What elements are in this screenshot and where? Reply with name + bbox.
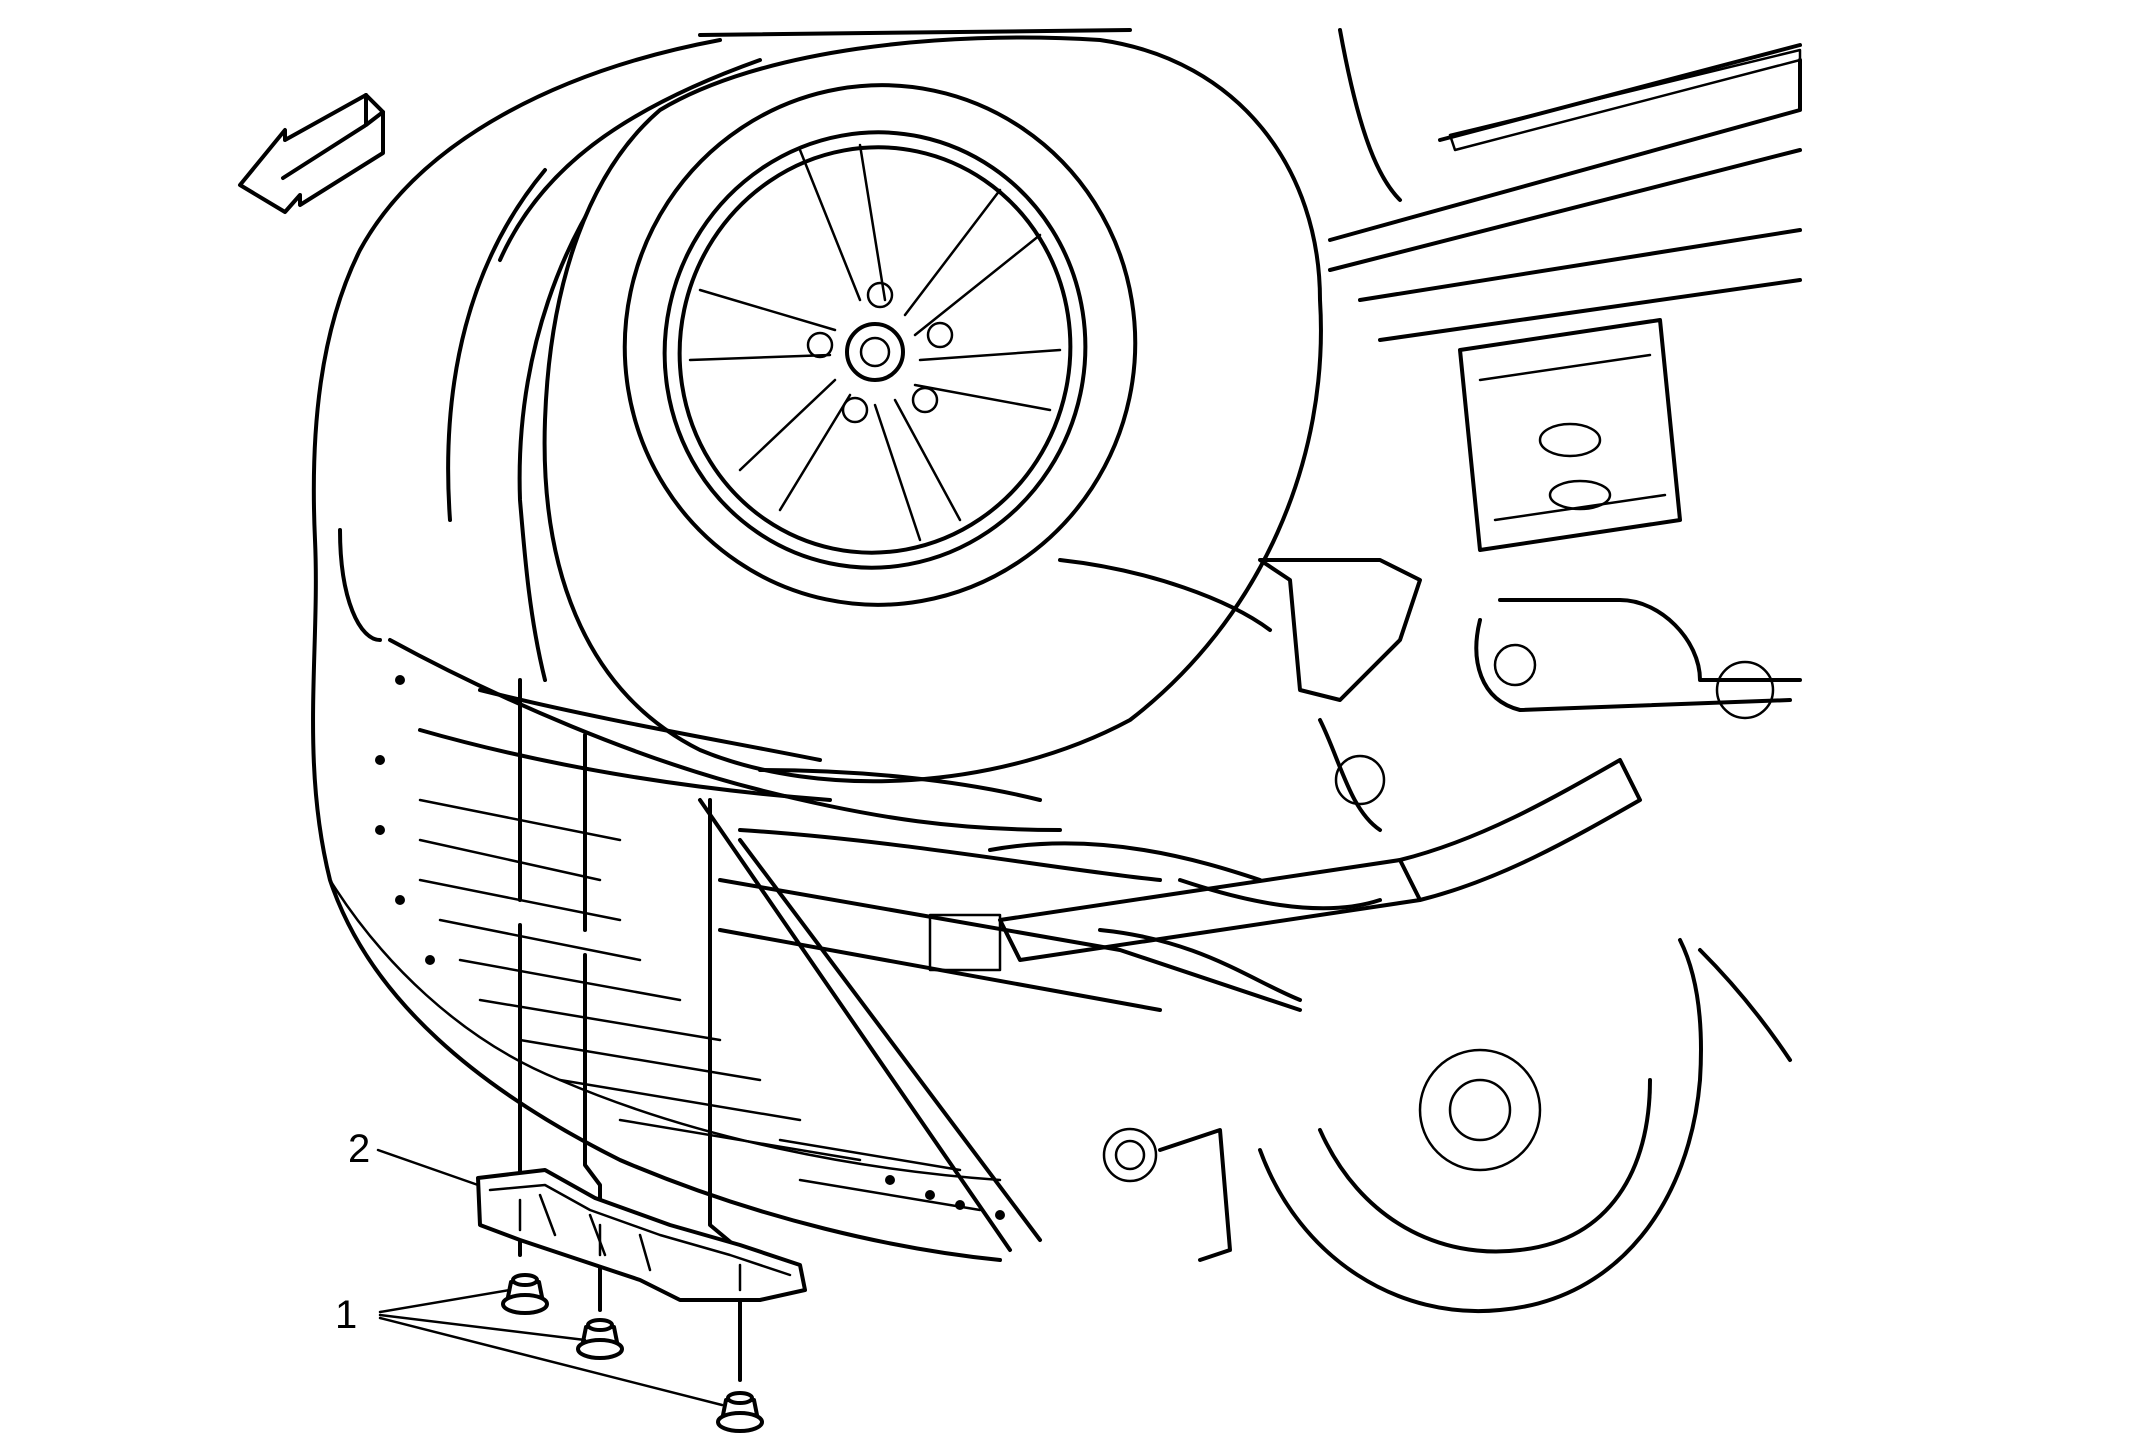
callout-1-label: 1 <box>335 1293 357 1337</box>
fender-bumper-outline <box>311 28 1402 1262</box>
bumper-lower-edge <box>388 638 1062 832</box>
wheel-icon <box>542 35 1323 784</box>
callout-2-label: 2 <box>348 1127 370 1171</box>
body-side-panel <box>1328 43 1802 272</box>
direction-arrow-icon <box>238 93 385 214</box>
rear-tire <box>1258 938 1792 1314</box>
underbody-structure <box>375 228 1802 1262</box>
shield-part <box>476 1168 807 1302</box>
fastener-icon <box>501 1273 764 1433</box>
leader-lines <box>376 1148 724 1407</box>
